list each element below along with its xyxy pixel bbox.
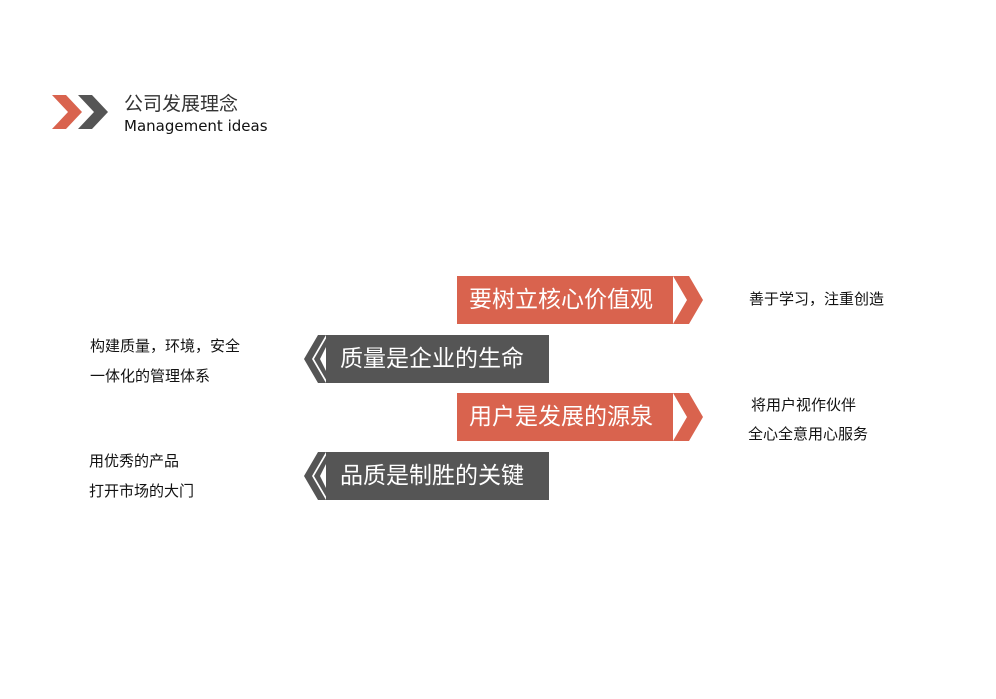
idea-banner: 质量是企业的生命 — [300, 335, 550, 383]
idea-note: 一体化的管理体系 — [90, 367, 211, 385]
idea-note: 构建质量，环境，安全 — [90, 337, 241, 355]
chevron-right-icon — [667, 393, 703, 441]
idea-label: 要树立核心价值观 — [457, 276, 673, 324]
idea-banner: 品质是制胜的关键 — [300, 452, 550, 500]
double-chevron-logo-icon — [52, 95, 112, 129]
idea-banner: 用户是发展的源泉 — [457, 393, 707, 441]
chevron-right-icon — [667, 276, 703, 324]
idea-note: 善于学习，注重创造 — [749, 290, 885, 308]
idea-banner: 要树立核心价值观 — [457, 276, 707, 324]
idea-note: 将用户视作伙伴 — [751, 396, 857, 414]
idea-label: 质量是企业的生命 — [326, 335, 549, 383]
chevron-left-icon — [304, 452, 332, 500]
section-title-english: Management ideas — [124, 117, 268, 135]
idea-label: 品质是制胜的关键 — [326, 452, 549, 500]
section-title-chinese: 公司发展理念 — [124, 93, 239, 115]
chevron-left-icon — [304, 335, 332, 383]
idea-note: 打开市场的大门 — [89, 482, 195, 500]
idea-label: 用户是发展的源泉 — [457, 393, 673, 441]
idea-note: 全心全意用心服务 — [748, 425, 869, 443]
idea-note: 用优秀的产品 — [89, 452, 180, 470]
